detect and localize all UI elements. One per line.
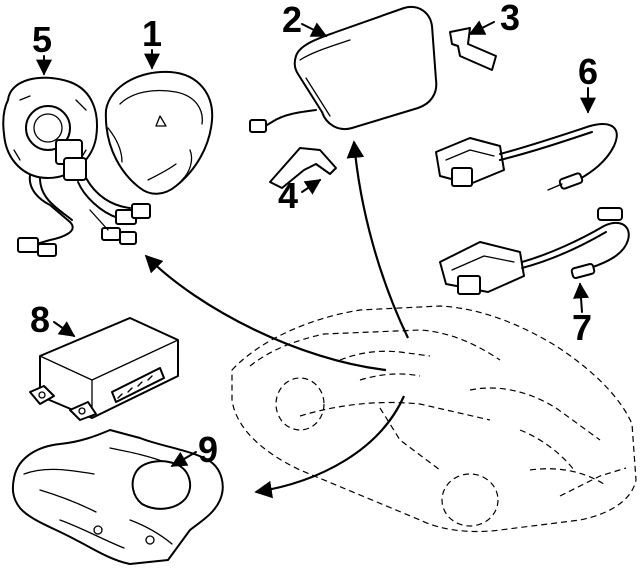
callout-labels: 1 2 3 4 5 6 7 8 9 <box>30 0 598 470</box>
passenger-airbag-part[interactable] <box>249 6 438 133</box>
vehicle-outline <box>231 305 637 533</box>
callout-7: 7 <box>572 307 592 348</box>
driver-airbag-part[interactable] <box>104 70 214 195</box>
bracket-4-part[interactable] <box>269 147 337 189</box>
leader-arrows <box>144 140 409 499</box>
mounting-plate-part[interactable] <box>11 429 224 565</box>
callout-4: 4 <box>278 175 298 216</box>
bracket-3-part[interactable] <box>449 27 497 71</box>
callout-3: 3 <box>500 0 520 38</box>
callout-1: 1 <box>142 13 162 54</box>
front-sensor-part[interactable] <box>435 123 618 191</box>
callout-9: 9 <box>198 429 218 470</box>
airbag-module-part[interactable] <box>29 317 179 421</box>
callout-2: 2 <box>282 0 302 40</box>
clock-spring-part[interactable] <box>2 76 151 257</box>
callout-pointers <box>36 20 596 467</box>
callout-8: 8 <box>30 299 50 340</box>
callout-6: 6 <box>578 51 598 92</box>
side-sensor-part[interactable] <box>439 207 630 295</box>
callout-5: 5 <box>32 19 52 60</box>
